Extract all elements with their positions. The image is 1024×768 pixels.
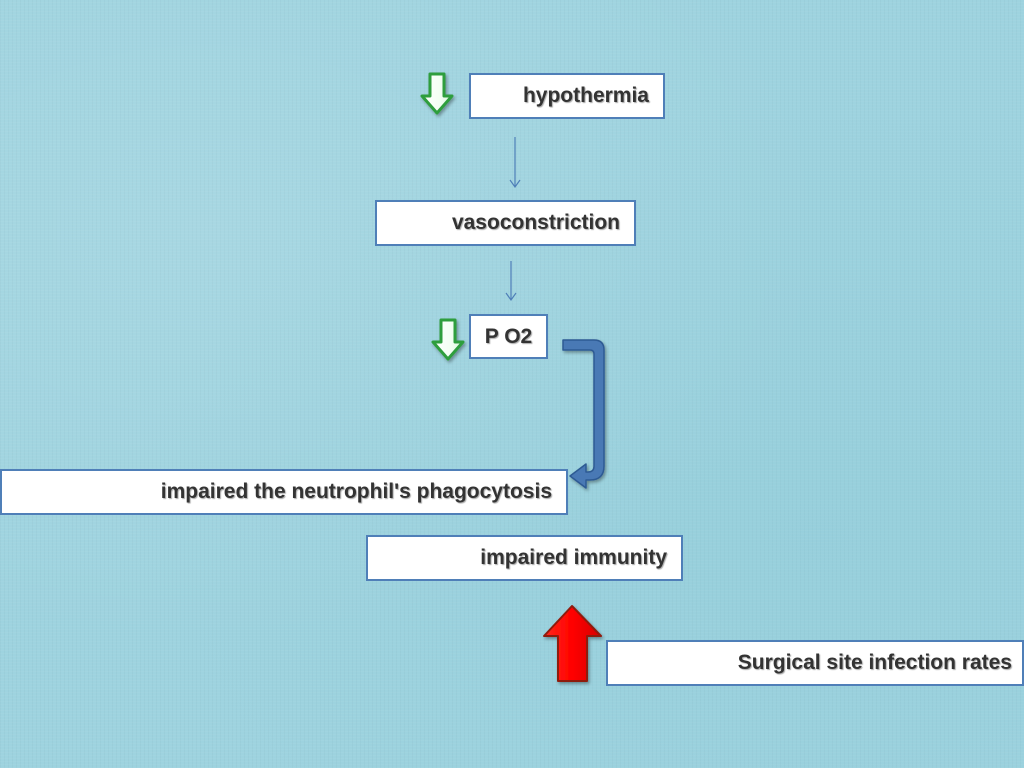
vasoconstriction-label: vasoconstriction xyxy=(451,211,620,234)
green-down-arrow-icon xyxy=(420,72,454,115)
green-down-arrow-icon xyxy=(431,318,465,361)
immunity-box: impaired immunity xyxy=(366,535,683,581)
connector-vasoconstriction-po2 xyxy=(505,261,517,302)
po2-label: P O2 xyxy=(484,324,533,348)
ssi-box: Surgical site infection rates xyxy=(606,640,1024,686)
hypothermia-label: hypothermia xyxy=(522,84,649,107)
phagocytosis-label: impaired the neutrophil's phagocytosis xyxy=(160,480,552,503)
ssi-label: Surgical site infection rates xyxy=(737,651,1012,674)
hypothermia-box: hypothermia xyxy=(469,73,665,119)
bracket-arrow-po2-to-phagocytosis xyxy=(562,339,605,489)
red-up-arrow-icon xyxy=(543,605,602,682)
connector-hypothermia-vasoconstriction xyxy=(509,137,521,189)
immunity-label: impaired immunity xyxy=(480,546,667,569)
vasoconstriction-box: vasoconstriction xyxy=(375,200,636,246)
phagocytosis-box: impaired the neutrophil's phagocytosis xyxy=(0,469,568,515)
po2-box: P O2 xyxy=(469,314,548,359)
